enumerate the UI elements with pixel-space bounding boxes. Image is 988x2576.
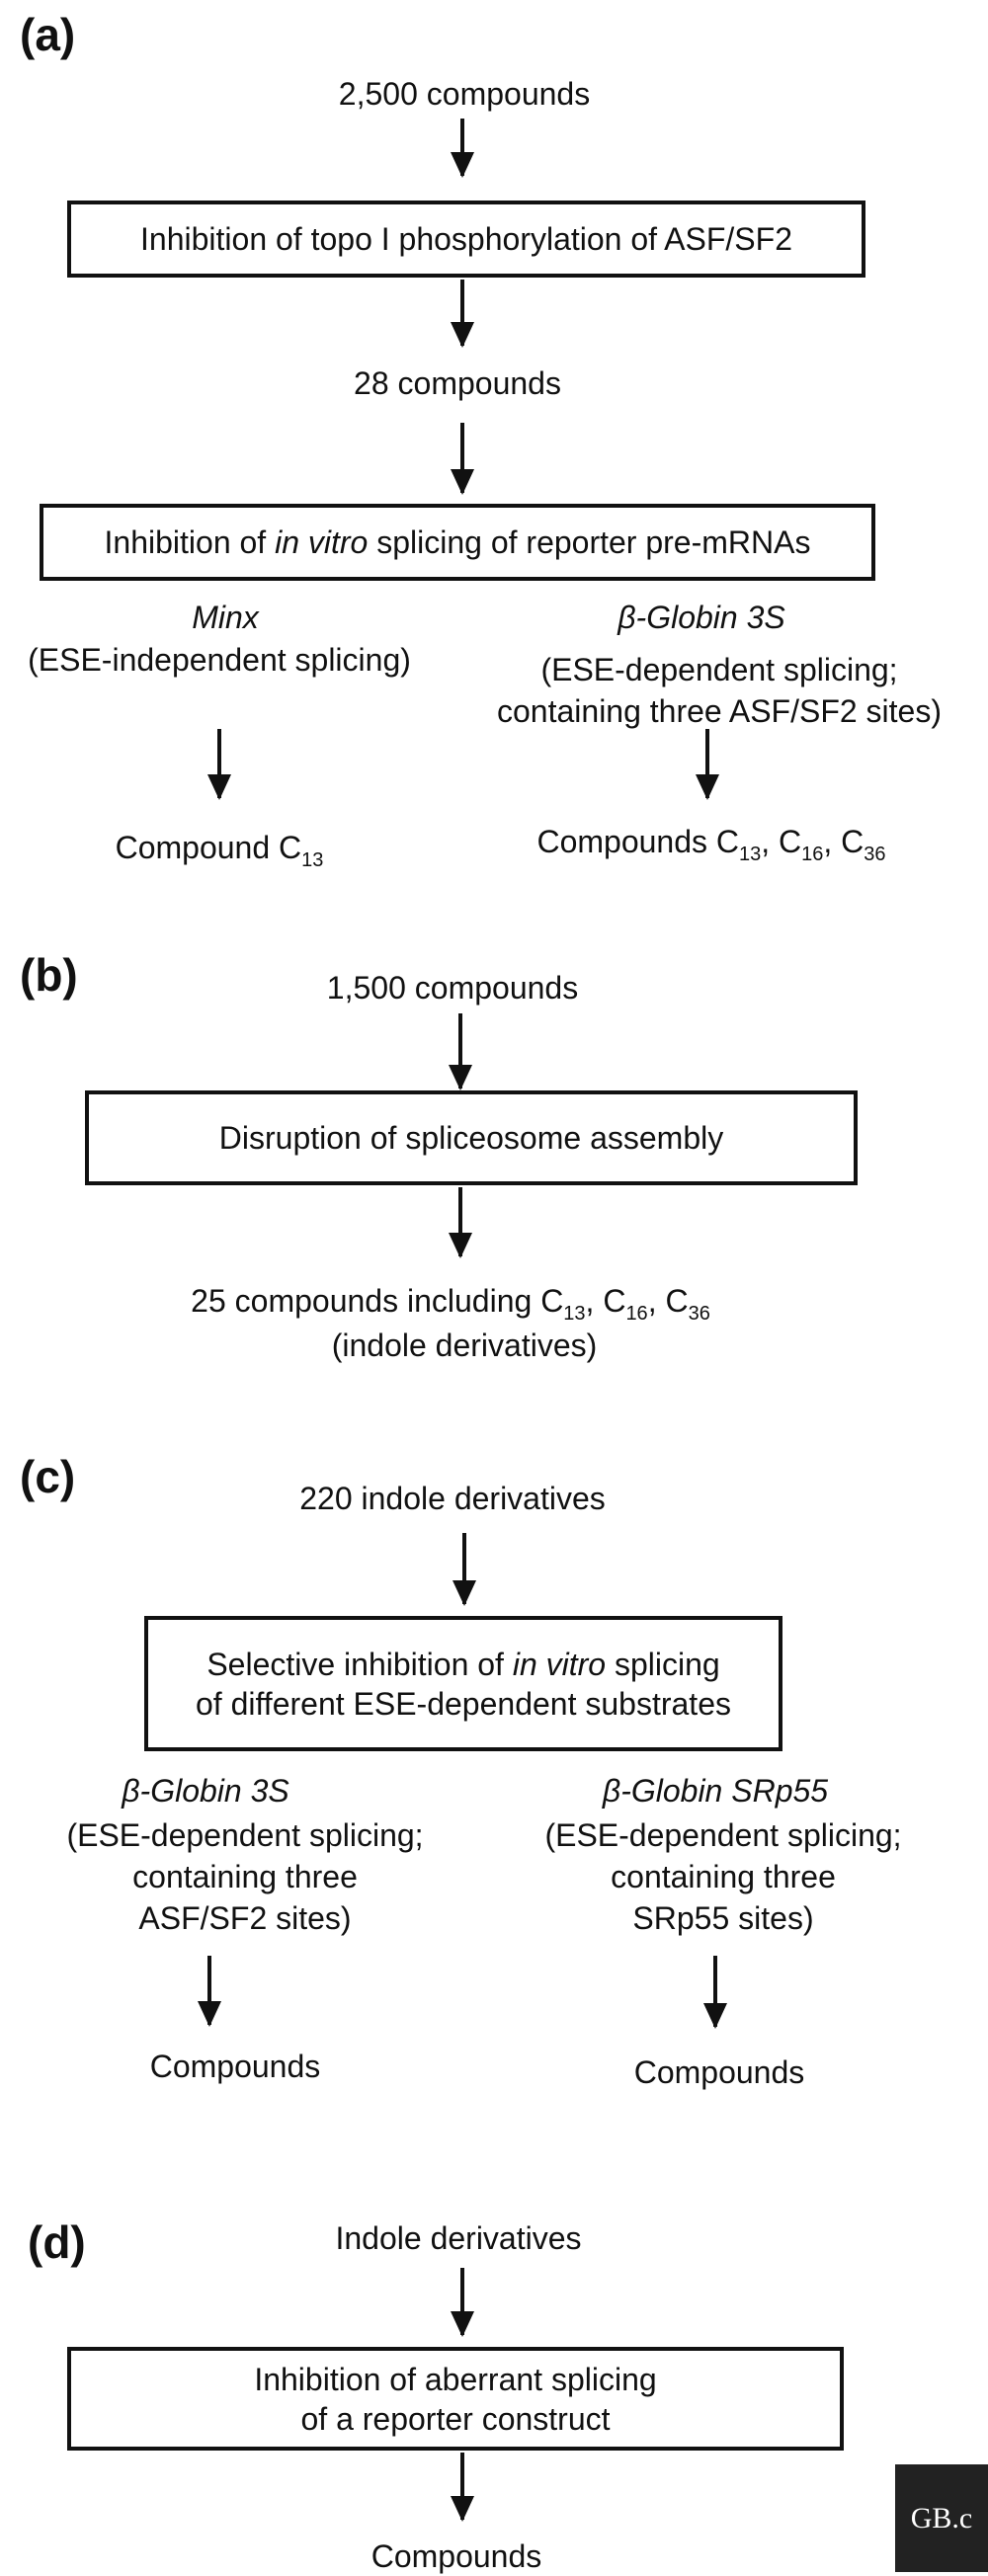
panel-c-left-desc-3: ASF/SF2 sites): [138, 1900, 352, 1936]
arrow-d2: [451, 2453, 474, 2522]
arrow-b2: [449, 1187, 472, 1258]
panel-b-result-2: (indole derivatives): [331, 1328, 598, 1363]
panel-c-start-text: 220 indole derivatives: [299, 1481, 606, 1516]
arrow-a-left: [207, 729, 231, 800]
panel-d-start-text: Indole derivatives: [335, 2220, 582, 2256]
panel-a-right-result: Compounds C13, C16, C36: [536, 824, 886, 865]
panel-d-box: Inhibition of aberrant splicing of a rep…: [67, 2347, 844, 2451]
minx-label: Minx: [192, 600, 259, 635]
panel-a-mid-text: 28 compounds: [354, 365, 561, 401]
journal-logo: GB.c: [895, 2464, 988, 2572]
panel-c-left-result: Compounds: [149, 2049, 321, 2084]
panel-a-label: (a): [20, 9, 76, 60]
panel-c-right-desc-2: containing three: [611, 1859, 836, 1894]
arrow-b1: [449, 1013, 472, 1090]
panel-c-right-desc-3: SRp55 sites): [632, 1900, 814, 1936]
panel-c-box-line-1: Selective inhibition of in vitro splicin…: [206, 1646, 720, 1682]
panel-b-label: (b): [20, 949, 78, 1001]
arrow-a1: [451, 119, 474, 178]
panel-c-left-desc-1: (ESE-dependent splicing;: [66, 1817, 424, 1853]
panel-a-start-text: 2,500 compounds: [338, 76, 591, 112]
beta-globin-srp55-label: β-Globin SRp55: [602, 1773, 829, 1809]
panel-b-box: Disruption of spliceosome assembly: [85, 1090, 858, 1185]
panel-c-label: (c): [20, 1451, 76, 1502]
arrow-c-right: [703, 1956, 727, 2029]
minx-desc: (ESE-independent splicing): [28, 642, 411, 678]
arrow-c-left: [198, 1956, 221, 2027]
arrow-a2: [451, 280, 474, 348]
panel-c-box-line-2: of different ESE-dependent substrates: [196, 1685, 731, 1722]
panel-b-result: 25 compounds including C13, C16, C36: [191, 1283, 710, 1325]
panel-a-left-result: Compound C13: [115, 830, 324, 871]
arrow-a3: [451, 423, 474, 495]
panel-d-box-line-2: of a reporter construct: [300, 2400, 611, 2437]
panel-c-left-desc-2: containing three: [132, 1859, 358, 1894]
panel-a-box-1: Inhibition of topo I phosphorylation of …: [67, 201, 865, 278]
panel-b-box-text: Disruption of spliceosome assembly: [218, 1120, 724, 1156]
panel-c-box: Selective inhibition of in vitro splicin…: [144, 1616, 782, 1751]
panel-a-box-2: Inhibition of in vitro splicing of repor…: [40, 504, 875, 581]
panel-d-box-line-1: Inhibition of aberrant splicing: [254, 2361, 657, 2397]
arrow-c1: [453, 1533, 476, 1606]
panel-d-result: Compounds: [370, 2538, 542, 2574]
panel-a-box-2-text: Inhibition of in vitro splicing of repor…: [104, 524, 811, 560]
panel-c-right-result: Compounds: [633, 2054, 805, 2090]
panel-d-label: (d): [28, 2216, 86, 2268]
arrow-a-right: [696, 729, 719, 800]
arrow-d1: [451, 2268, 474, 2337]
beta-globin-3s-desc-a-1: (ESE-dependent splicing;: [540, 652, 898, 687]
beta-globin-3s-desc-a-2: containing three ASF/SF2 sites): [497, 693, 942, 729]
beta-globin-3s-label-c: β-Globin 3S: [122, 1773, 289, 1809]
panel-b-start-text: 1,500 compounds: [326, 970, 579, 1006]
panel-c-right-desc-1: (ESE-dependent splicing;: [544, 1817, 902, 1853]
panel-a-box-1-text: Inhibition of topo I phosphorylation of …: [140, 221, 792, 257]
beta-globin-3s-label-a: β-Globin 3S: [618, 600, 785, 635]
